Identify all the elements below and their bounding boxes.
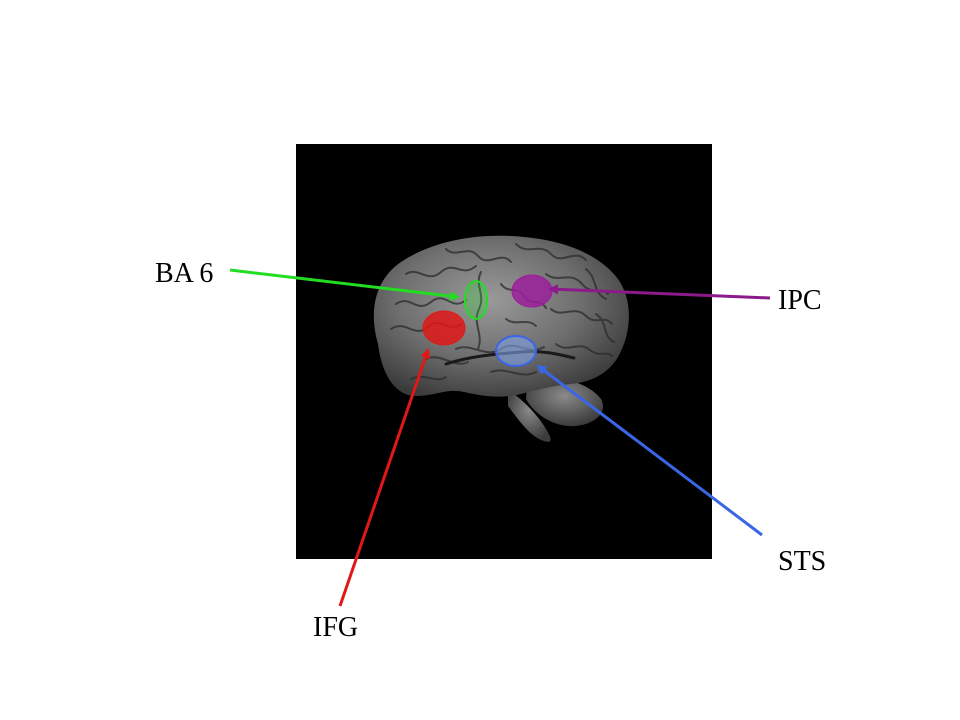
brain-image-panel bbox=[296, 144, 712, 559]
label-sts: STS bbox=[778, 546, 827, 577]
brain-render bbox=[373, 235, 629, 442]
label-ifg: IFG bbox=[313, 612, 359, 643]
region-ba6-marker bbox=[464, 280, 488, 320]
label-ba6: BA 6 bbox=[155, 258, 214, 289]
label-ipc: IPC bbox=[778, 285, 822, 316]
cerebrum bbox=[373, 235, 629, 397]
region-ifg-marker bbox=[422, 310, 466, 346]
region-ipc-marker bbox=[511, 274, 553, 308]
region-sts-marker bbox=[495, 335, 537, 367]
